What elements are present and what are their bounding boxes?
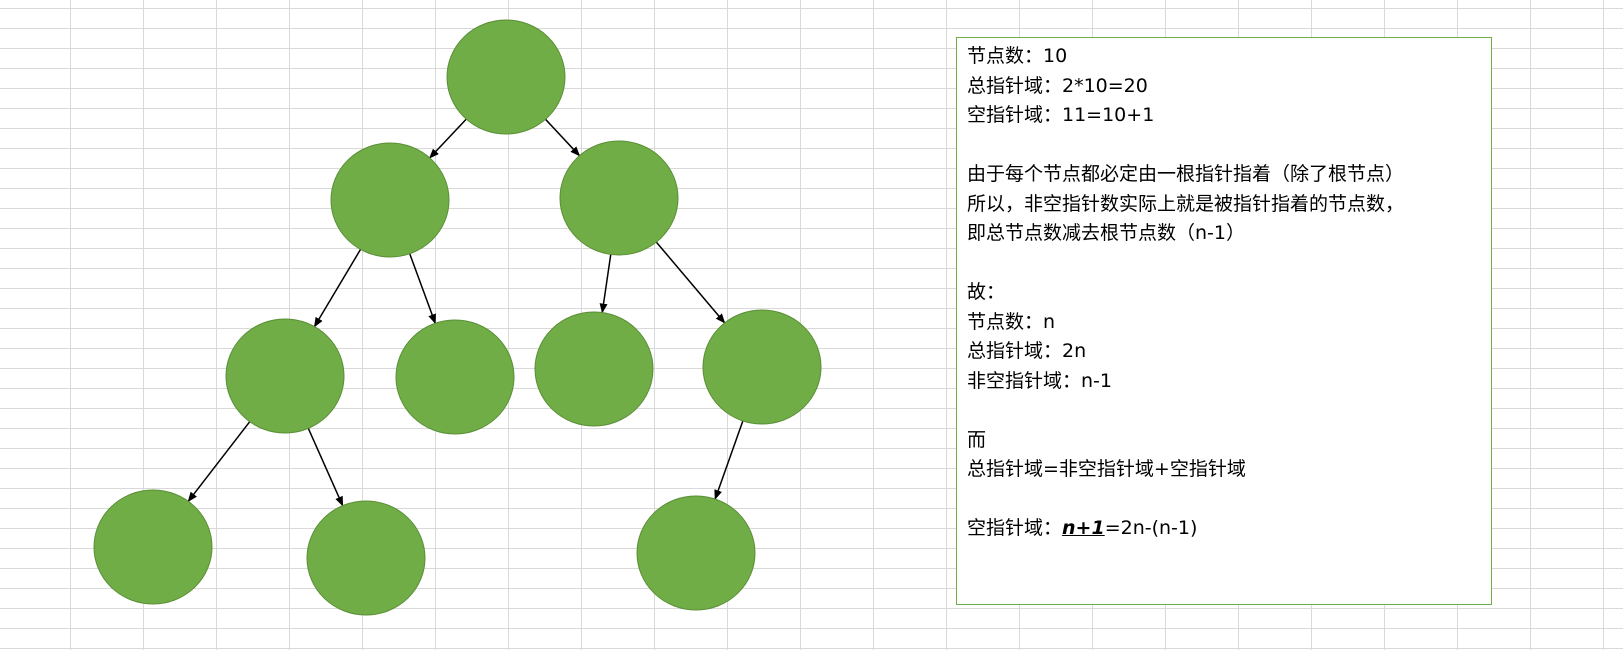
tree-node-rl[interactable] [534,311,654,427]
tree-node-rrl[interactable] [636,495,756,611]
explanation-line: 节点数：n [967,310,1056,333]
tree-node-llr[interactable] [306,500,426,616]
explanation-line: 而 [967,428,987,451]
tree-node-lr[interactable] [395,319,515,435]
tree-node-l[interactable] [330,142,450,258]
explanation-line [967,396,1491,426]
explanation-line: 节点数：10 [967,45,1068,67]
tree-node-root[interactable] [446,19,566,135]
explanation-line: 即总节点数减去根节点数（n-1） [967,222,1245,244]
explanation-lines: 节点数：10 总指针域：2*10=20 空指针域：11=10+1 由于每个节点都必定由… [967,42,1491,514]
tree-edge-root-l [429,118,467,159]
tree-edge-ll-llr [307,428,344,507]
tree-edge-root-r [544,118,581,157]
tree-edges [187,118,744,507]
tree-node-rr[interactable] [702,309,822,425]
explanation-line: 总指针域：2n [967,340,1087,362]
tree-edge-r-rl [599,254,612,314]
conclusion-prefix: 空指针域： [967,517,1063,539]
conclusion-suffix: =2n-(n-1) [1104,517,1198,539]
tree-edge-l-ll [313,249,362,328]
tree-edge-l-lr [409,253,436,325]
explanation-line: 所以，非空指针数实际上就是被指针指着的节点数， [967,192,1405,215]
explanation-line [967,131,1491,161]
explanation-textbox[interactable]: 节点数：10 总指针域：2*10=20 空指针域：11=10+1 由于每个节点都必定由… [956,37,1492,605]
tree-node-lll[interactable] [93,489,213,605]
explanation-line: 故： [967,281,1006,303]
explanation-line [967,249,1491,279]
conclusion-emphasis: n+1 [1062,517,1105,539]
explanation-line: 总指针域=非空指针域+空指针域 [967,458,1246,480]
tree-edge-rr-rrl [714,420,744,501]
explanation-line: 总指针域：2*10=20 [967,74,1148,97]
tree-node-r[interactable] [559,140,679,256]
explanation-line: 非空指针域：n-1 [967,369,1112,392]
tree-nodes [93,19,822,616]
explanation-line-conclusion: 空指针域：n+1=2n-(n-1) [967,514,1491,544]
tree-edge-r-rr [655,241,726,324]
tree-edge-ll-lll [187,421,251,503]
explanation-line [967,485,1491,515]
explanation-line: 空指针域：11=10+1 [967,104,1155,126]
tree-node-ll[interactable] [225,318,345,434]
explanation-line: 由于每个节点都必定由一根指针指着（除了根节点） [967,163,1405,185]
